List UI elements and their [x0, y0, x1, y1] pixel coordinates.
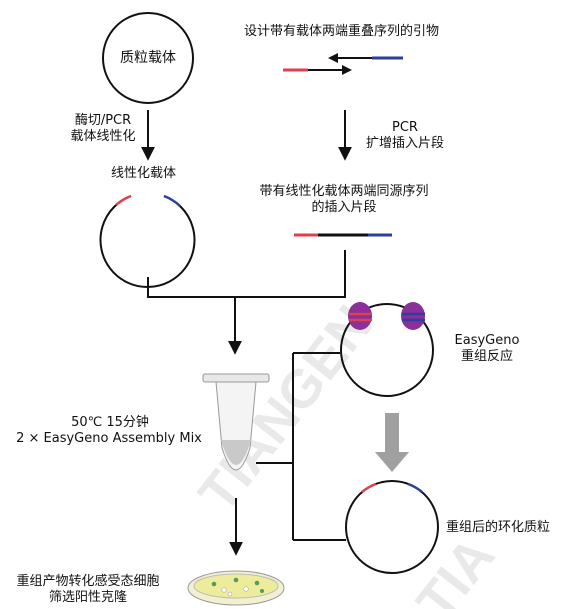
condition-label-2: 2 × EasyGeno Assembly Mix: [16, 431, 202, 446]
watermark: TIANGEN: [187, 295, 384, 523]
plasmid-label: 质粒载体: [120, 50, 176, 66]
recombined-plasmid: [345, 480, 439, 574]
primer-design-label: 设计带有载体两端重叠序列的引物: [244, 24, 440, 39]
svg-text:TIA: TIA: [405, 526, 506, 609]
easygeno-label-2: 重组反应: [460, 349, 513, 364]
tube-icon: [202, 373, 270, 471]
petri-dish-icon: [187, 570, 285, 606]
linear-vector: [99, 194, 196, 289]
easygeno-label-1: EasyGeno: [454, 333, 520, 348]
digest-label-2: 载体线性化: [70, 129, 136, 144]
insert-label-1: 带有线性化载体两端同源序列: [259, 184, 429, 199]
linear-vector-label: 线性化载体: [111, 166, 177, 181]
transform-label-2: 筛选阳性克隆: [48, 590, 127, 605]
digest-label-1: 酶切/PCR: [74, 113, 132, 128]
circular-plasmid-label: 重组后的环化质粒: [446, 520, 551, 535]
watermark-fragment: TIA: [405, 526, 506, 609]
plasmid-circle: [102, 12, 194, 104]
primer-pair: [283, 53, 403, 75]
easygeno-circle: [340, 302, 434, 397]
pcr-label-2: 扩增插入片段: [365, 136, 444, 151]
merge-lines: [147, 250, 346, 298]
gray-arrow: [375, 413, 409, 472]
transform-label-1: 重组产物转化感受态细胞: [16, 574, 160, 589]
pcr-label-1: PCR: [392, 120, 418, 135]
condition-label-1: 50℃ 15分钟: [71, 415, 149, 430]
insert-label-2: 的插入片段: [311, 200, 377, 215]
watermark-text: TIANGEN: [187, 295, 384, 523]
